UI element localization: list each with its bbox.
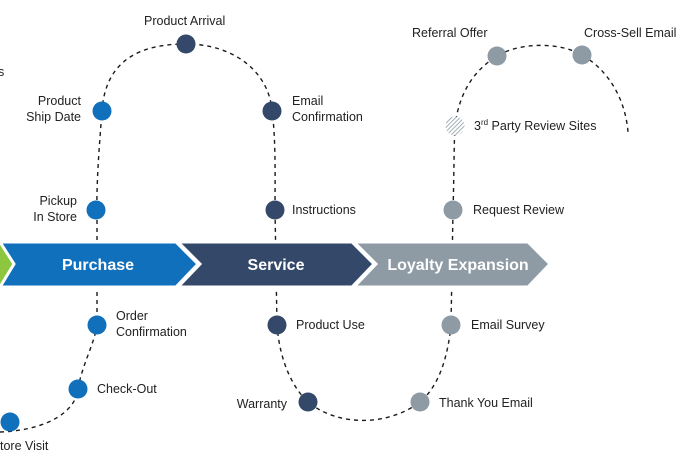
label-order-confirmation-line1: Order xyxy=(116,309,148,323)
label-check-out: Check-Out xyxy=(97,382,157,396)
touchpoint-dot-thank-you-email xyxy=(410,392,430,412)
label-cross-sell-email: Cross-Sell Email xyxy=(584,26,677,40)
label-warranty: Warranty xyxy=(236,397,287,411)
label-thank-you-email: Thank You Email xyxy=(439,396,533,410)
touchpoint-dot-email-survey xyxy=(441,315,461,335)
cut-edge-label: s xyxy=(0,65,5,79)
touchpoint-dot-store-visit xyxy=(0,412,20,432)
touchpoint-dot-pickup-in-store xyxy=(86,200,106,220)
label-product-ship-date: Product Ship Date xyxy=(26,93,81,125)
label-pickup-in-store: Pickup In Store xyxy=(33,193,77,225)
label-pickup-line1: Pickup xyxy=(39,194,77,208)
touchpoint-dot-instructions xyxy=(265,200,285,220)
label-order-confirmation: Order Confirmation xyxy=(116,308,187,340)
label-email-conf-line1: Email xyxy=(292,94,324,108)
label-pickup-line2: In Store xyxy=(33,210,77,224)
label-product-arrival: Product Arrival xyxy=(144,14,226,28)
label-third-party-review: 3rd Party Review Sites xyxy=(474,118,596,134)
touchpoint-dot-email-confirmation xyxy=(262,101,282,121)
label-third-party-prefix: 3 xyxy=(474,119,481,133)
label-ship-line1: Product xyxy=(37,94,81,108)
label-referral-offer: Referral Offer xyxy=(412,26,488,40)
label-product-use: Product Use xyxy=(296,318,365,332)
journey-path xyxy=(0,43,629,433)
stage-label-service: Service xyxy=(248,257,305,274)
label-instructions: Instructions xyxy=(292,203,356,217)
label-email-confirmation: Email Confirmation xyxy=(292,93,363,125)
label-third-party-sup: rd xyxy=(480,117,489,127)
label-email-conf-line2: Confirmation xyxy=(292,110,363,124)
touchpoint-dot-cross-sell-email xyxy=(572,45,592,65)
label-email-survey: Email Survey xyxy=(471,318,545,332)
touchpoint-dot-product-arrival xyxy=(176,34,196,54)
stage-label-purchase: Purchase xyxy=(62,257,134,274)
stage-label-loyalty: Loyalty Expansion xyxy=(387,257,528,274)
touchpoint-dot-product-use xyxy=(267,315,287,335)
label-store-visit: tore Visit xyxy=(0,439,49,453)
label-third-party-rest: Party Review Sites xyxy=(488,119,597,133)
stage-chevron-loyalty xyxy=(350,240,553,289)
prev-stage-chevron xyxy=(0,242,19,287)
label-ship-line2: Ship Date xyxy=(26,110,81,124)
touchpoint-dot-third-party-review xyxy=(445,116,465,136)
touchpoint-dot-warranty xyxy=(298,392,318,412)
touchpoint-dot-request-review xyxy=(443,200,463,220)
touchpoint-dot-product-ship-date xyxy=(92,101,112,121)
touchpoint-dot-order-confirmation xyxy=(87,315,107,335)
label-order-confirmation-line2: Confirmation xyxy=(116,325,187,339)
label-request-review: Request Review xyxy=(473,203,565,217)
touchpoint-dot-referral-offer xyxy=(487,46,507,66)
touchpoint-dot-check-out xyxy=(68,379,88,399)
